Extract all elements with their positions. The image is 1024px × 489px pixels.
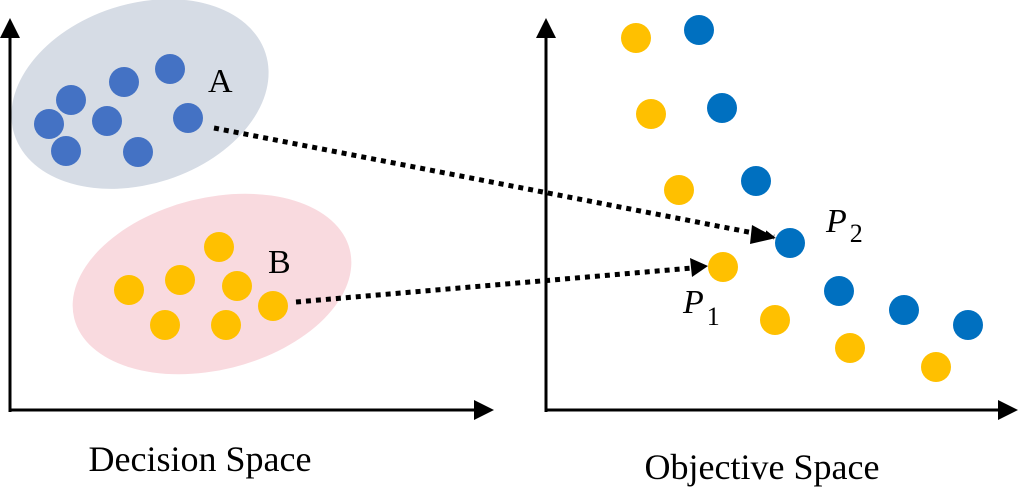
decision-y-arrowhead xyxy=(0,18,20,38)
decision-x-arrowhead xyxy=(474,400,494,420)
decision-space-panel: A B Decision Space xyxy=(0,0,494,479)
objective-blue-point xyxy=(824,276,854,306)
cluster-b-point xyxy=(258,291,288,321)
objective-blue-point xyxy=(684,15,714,45)
objective-yellow-point xyxy=(921,352,951,382)
cluster-b-region xyxy=(72,193,352,375)
objective-yellow-point xyxy=(835,333,865,363)
cluster-a-point xyxy=(155,54,185,84)
cluster-b-point xyxy=(150,310,180,340)
decision-space-caption: Decision Space xyxy=(89,439,312,479)
cluster-a-point xyxy=(123,137,153,167)
cluster-b-point xyxy=(114,275,144,305)
cluster-b-point xyxy=(165,265,195,295)
objective-blue-point xyxy=(953,310,983,340)
objective-blue-point xyxy=(889,295,919,325)
objective-yellow-point xyxy=(760,305,790,335)
cluster-a-point xyxy=(51,136,81,166)
cluster-b-point xyxy=(204,232,234,262)
objective-space-caption: Objective Space xyxy=(645,447,880,487)
objective-blue-point xyxy=(707,93,737,123)
objective-yellow-point xyxy=(664,175,694,205)
objective-yellow-point xyxy=(621,23,651,53)
objective-x-arrowhead xyxy=(998,400,1018,420)
cluster-b-point xyxy=(222,271,252,301)
mapping-arrow-b-to-p1 xyxy=(295,264,705,305)
objective-yellow-points xyxy=(621,23,951,382)
objective-yellow-point xyxy=(708,252,738,282)
cluster-a-point xyxy=(56,85,86,115)
arrowhead-p1 xyxy=(690,258,708,277)
arrowhead-p2 xyxy=(750,225,776,244)
cluster-a-point xyxy=(92,106,122,136)
cluster-a-point xyxy=(173,103,203,133)
cluster-a-label: A xyxy=(208,63,233,100)
cluster-b-points xyxy=(114,232,288,340)
objective-blue-point xyxy=(775,228,805,258)
cluster-b-point xyxy=(211,310,241,340)
cluster-a-points xyxy=(34,54,203,167)
objective-blue-point xyxy=(741,166,771,196)
cluster-a-point xyxy=(34,109,64,139)
cluster-a-point xyxy=(109,67,139,97)
objective-blue-points xyxy=(684,15,983,340)
objective-y-arrowhead xyxy=(536,18,556,38)
objective-yellow-point xyxy=(636,99,666,129)
cluster-b-label: B xyxy=(268,244,291,281)
